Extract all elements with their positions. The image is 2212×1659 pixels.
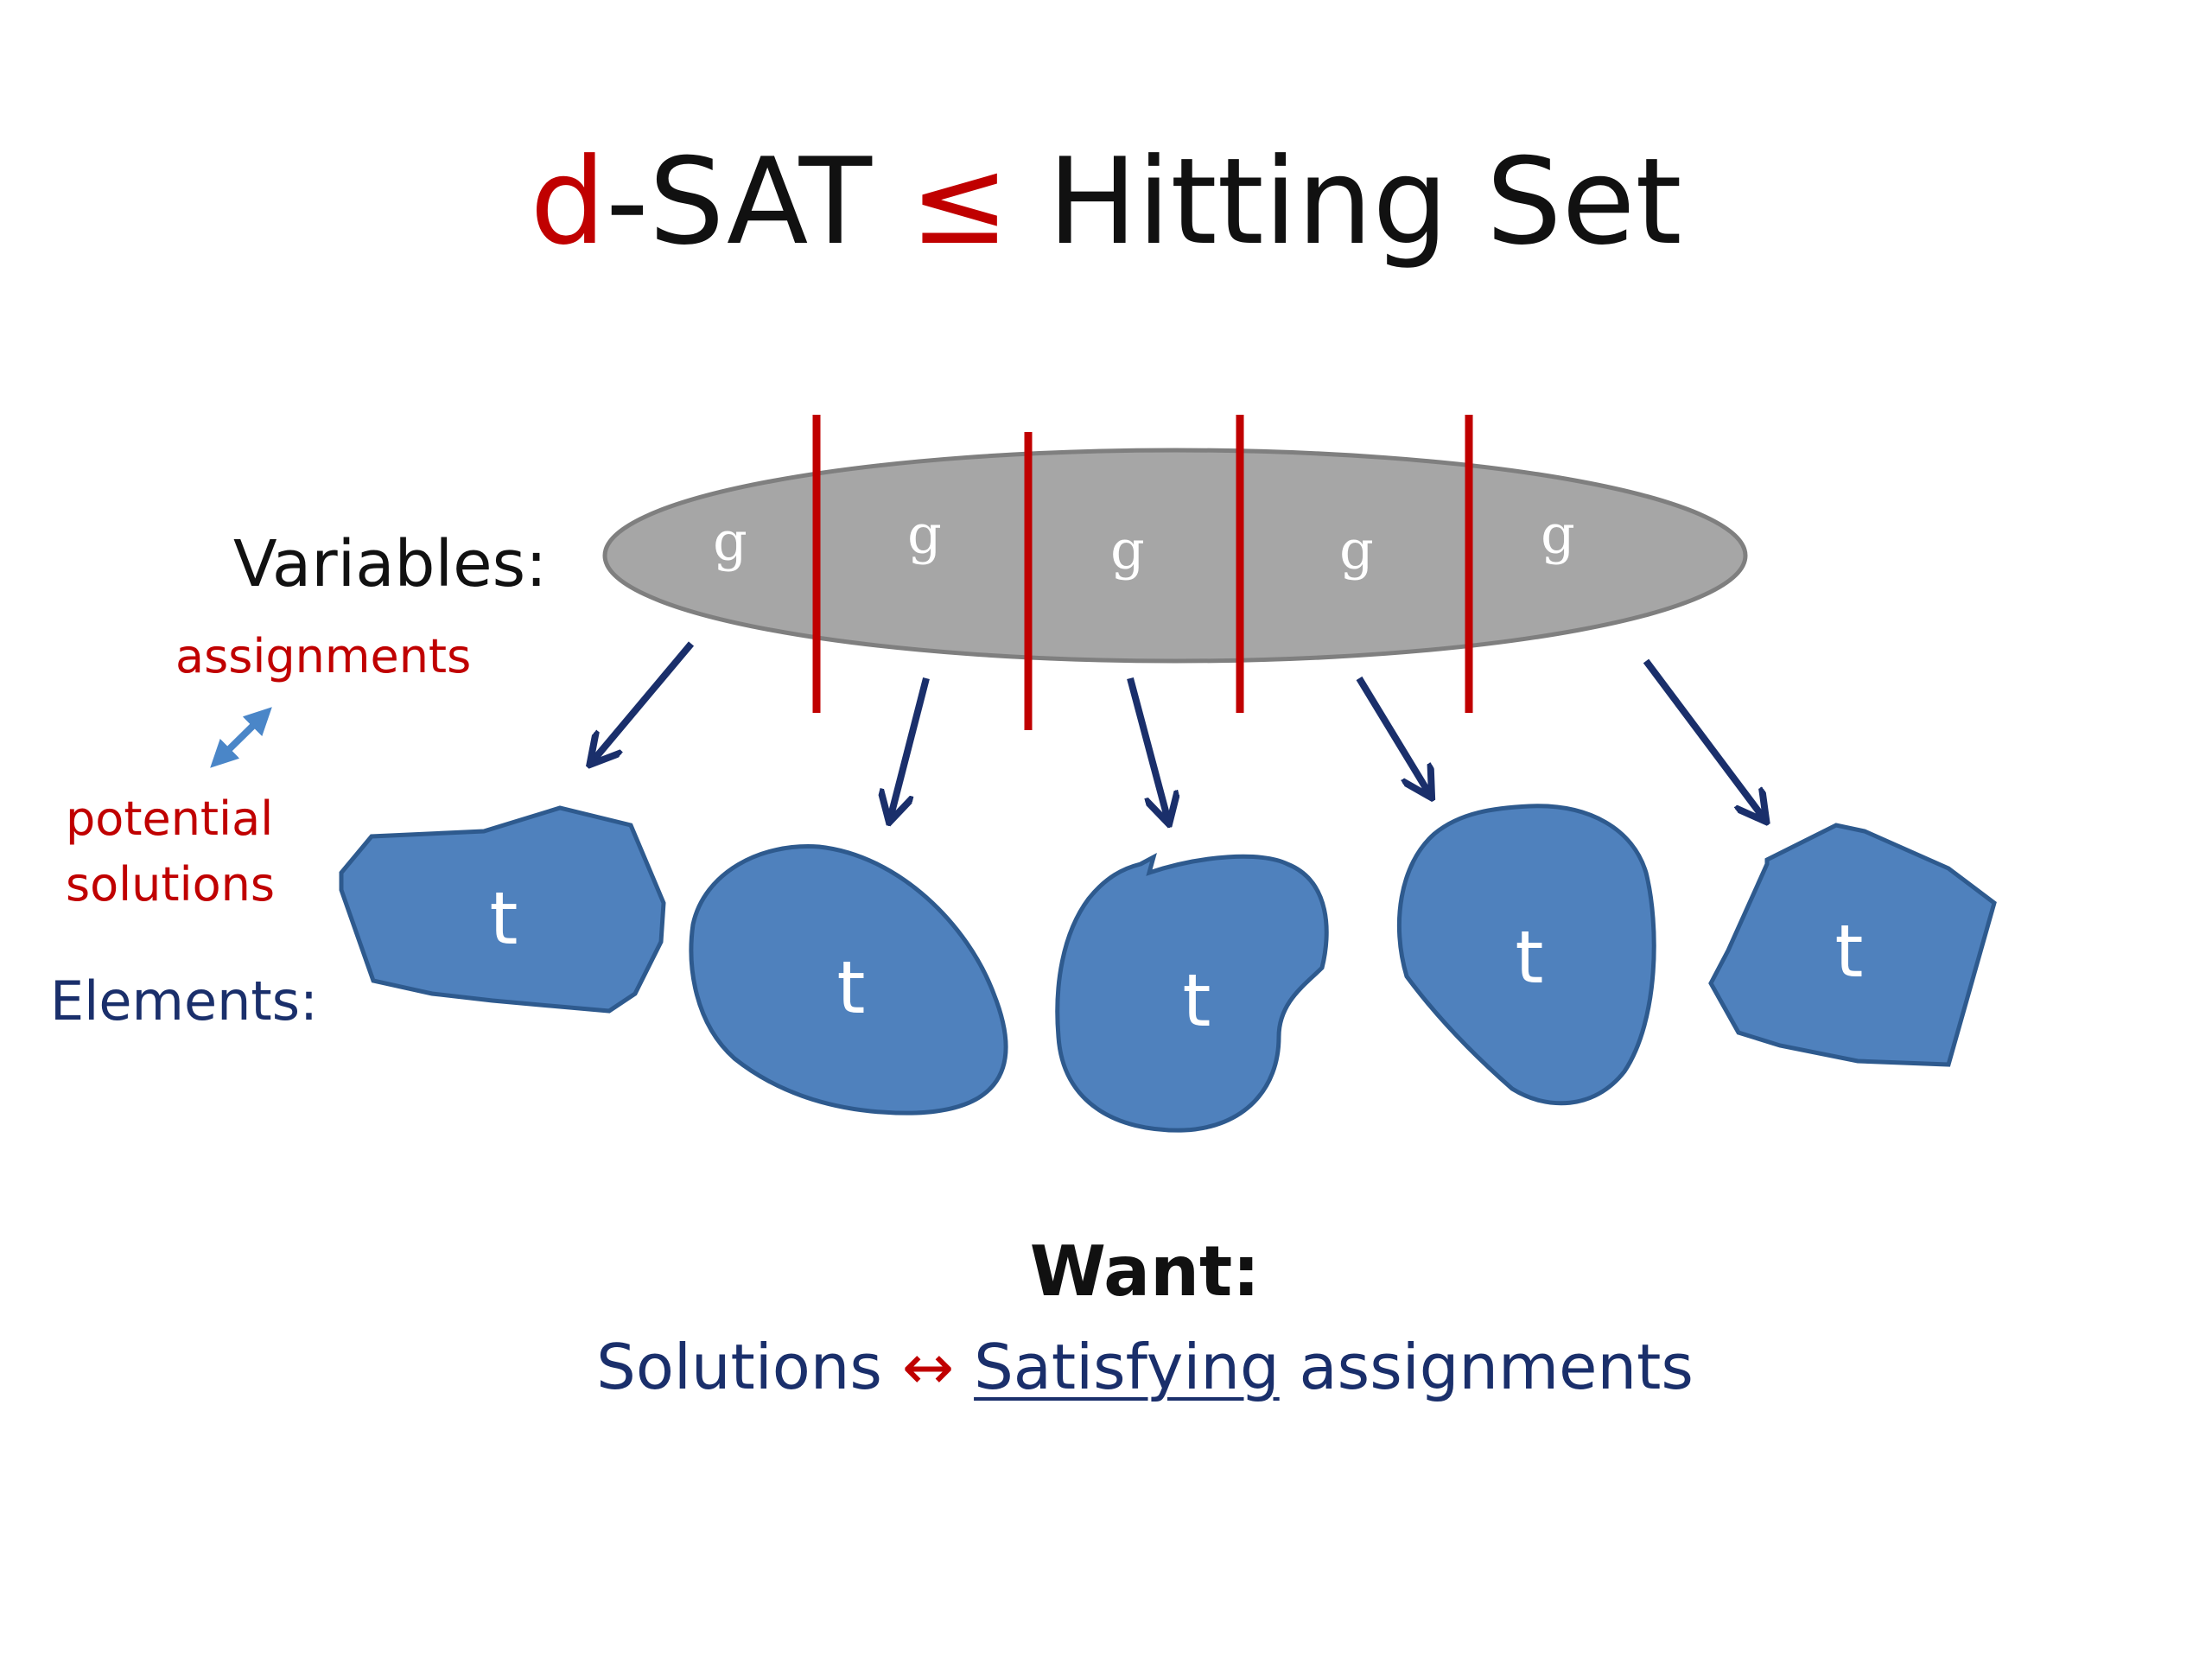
title-hitting-set: Hitting Set bbox=[1009, 132, 1682, 271]
want-satisfying: Satisfying bbox=[974, 1331, 1280, 1403]
element-blob-4 bbox=[1396, 804, 1656, 1106]
assignment-arrow-1 bbox=[592, 641, 695, 762]
element-t-4: t bbox=[1516, 915, 1544, 1000]
variables-label: Variables: bbox=[233, 527, 548, 601]
assignment-arrow-5 bbox=[1643, 658, 1764, 819]
variable-g-2: g bbox=[907, 503, 942, 566]
page-title: d-SAT ≤ Hitting Set bbox=[0, 143, 2212, 262]
want-assignments: assignments bbox=[1279, 1331, 1694, 1403]
variables-ellipse bbox=[602, 448, 1748, 664]
assignment-arrow-2 bbox=[890, 677, 930, 819]
assignments-label: assignments bbox=[175, 629, 472, 683]
variable-g-1: g bbox=[713, 510, 747, 573]
elements-label: Elements: bbox=[50, 969, 318, 1033]
element-blob-5 bbox=[1708, 823, 1997, 1067]
element-blob-3 bbox=[1055, 853, 1329, 1133]
element-t-3: t bbox=[1183, 958, 1211, 1043]
element-t-2: t bbox=[837, 945, 866, 1030]
assignment-arrow-3 bbox=[1127, 677, 1168, 821]
element-blob-2 bbox=[689, 844, 1008, 1116]
correspondence-double-arrow bbox=[210, 707, 272, 768]
potential-solutions-label: potential solutions bbox=[66, 786, 275, 918]
solutions-line: solutions bbox=[66, 857, 275, 912]
element-t-5: t bbox=[1835, 909, 1864, 994]
title-d: d bbox=[530, 132, 607, 271]
element-t-1: t bbox=[490, 876, 518, 961]
title-sat: -SAT bbox=[606, 132, 910, 271]
want-solutions: Solutions bbox=[596, 1331, 902, 1403]
potential-line: potential bbox=[66, 791, 274, 846]
variable-g-5: g bbox=[1541, 503, 1575, 566]
want-arrow: ↔ bbox=[901, 1331, 955, 1403]
assignment-arrow-4 bbox=[1356, 676, 1430, 795]
title-leq: ≤ bbox=[909, 132, 1010, 271]
variable-g-4: g bbox=[1339, 518, 1374, 582]
want-statement: Solutions ↔ Satisfying assignments bbox=[0, 1331, 2212, 1403]
want-heading: Want: bbox=[1029, 1231, 1261, 1312]
element-blob-1 bbox=[339, 805, 666, 1014]
variable-g-3: g bbox=[1110, 518, 1145, 582]
